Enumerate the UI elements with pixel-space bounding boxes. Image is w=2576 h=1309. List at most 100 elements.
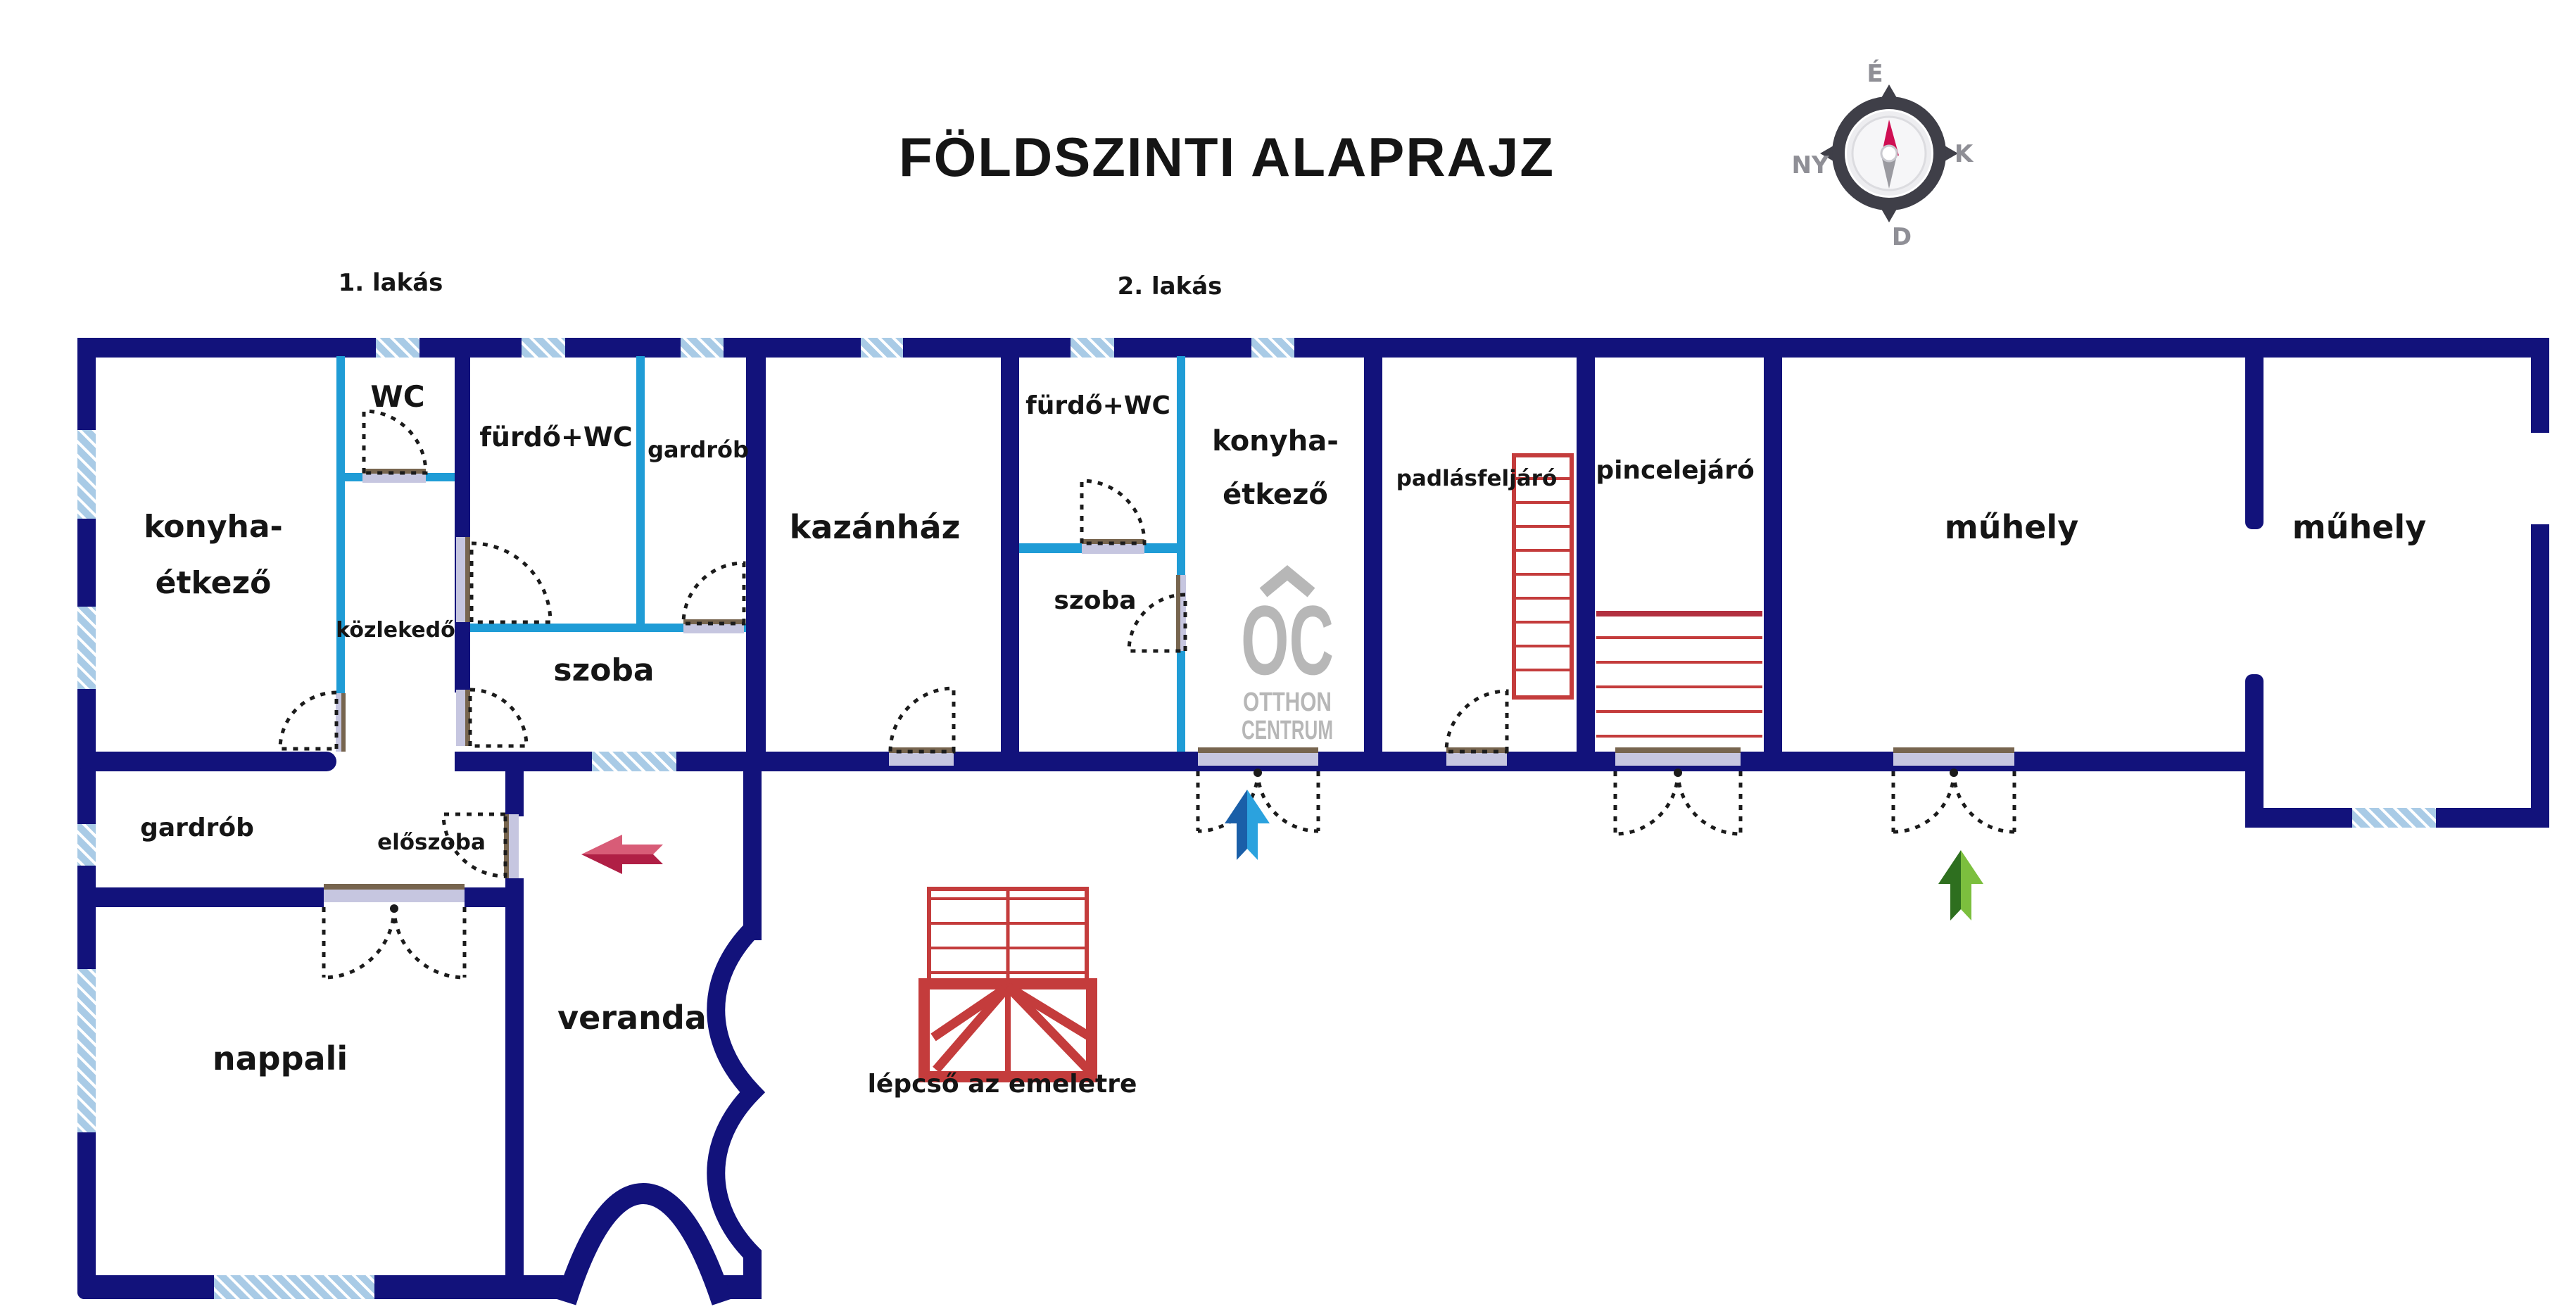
room-label-konyha1-line1: konyha- [144, 509, 283, 545]
wall-veranda-wavy-edge [707, 922, 766, 1288]
stairs-caption: lépcső az emeletre [868, 1070, 1137, 1099]
watermark-line1: OTTHON [1243, 688, 1332, 717]
room-label-veranda: veranda [557, 999, 707, 1037]
window-icon [1251, 338, 1294, 358]
wall-kazanhaz-right [1001, 356, 1019, 752]
wall-veranda-right [743, 752, 762, 940]
room-label-nappali: nappali [213, 1039, 348, 1077]
door-sill [1893, 747, 2014, 766]
door-sill [456, 537, 470, 622]
room-label-wc: WC [370, 379, 424, 414]
needle-south [1881, 153, 1898, 189]
door-arc [888, 686, 956, 754]
walls [77, 338, 2549, 1299]
door-arc [468, 688, 529, 748]
door-arc [278, 690, 339, 751]
wall-muhely-divider-top [2245, 338, 2264, 529]
wall-gardrob-band-bottom-left [77, 887, 324, 907]
partition-szoba1-top [470, 624, 746, 632]
window-icon [77, 824, 96, 866]
room-label-eloszoba: előszoba [377, 830, 486, 855]
wall-right-upper [2531, 338, 2549, 433]
window-icon [522, 338, 565, 358]
window-icon [1071, 338, 1114, 358]
partition-konyha1-kozlekedo [336, 356, 345, 693]
room-label-muhely2: műhely [2292, 508, 2426, 546]
room-label-gardrob1: gardrób [648, 436, 749, 463]
door-sill [1615, 747, 1741, 766]
room-label-szoba1: szoba [553, 652, 654, 688]
room-label-furdo1: fürdő+WC [479, 422, 632, 453]
door-sill [336, 693, 346, 752]
wall-kozlekedo-szoba [455, 356, 470, 693]
door-arc [1127, 593, 1187, 653]
wall-right-lower [2531, 524, 2549, 828]
entrance-arrow-blue [1225, 790, 1270, 860]
watermark-line2: CENTRUM [1242, 716, 1333, 745]
window-icon [592, 752, 676, 771]
double-door [1613, 771, 1743, 836]
double-door-pivots [390, 769, 1958, 913]
door-sill [324, 884, 465, 902]
door-sill [683, 619, 744, 633]
door-arc [1444, 689, 1509, 754]
compass-south-label: D [1892, 223, 1912, 251]
double-door [1891, 771, 2016, 834]
cellar-stairs [1596, 611, 1762, 738]
door-swings [278, 409, 2016, 980]
wall-veranda-left-lower [505, 878, 524, 1299]
room-label-konyha2-line2: étkező [1223, 479, 1328, 511]
entrance-arrow-red [581, 835, 663, 874]
door-sill [1176, 575, 1186, 651]
entrance-arrow-green [1938, 850, 1983, 921]
compass-north-label: É [1867, 59, 1883, 88]
window-icon [77, 430, 96, 519]
wall-pince-muhely [1764, 356, 1782, 752]
room-label-kozlekedo: közlekedő [336, 618, 455, 643]
room-label-konyha2-line1: konyha- [1212, 425, 1339, 457]
room-label-gardrob2: gardrób [140, 814, 254, 842]
window-icon [77, 607, 96, 689]
room-label-szoba2: szoba [1054, 586, 1136, 615]
room-label-konyha1-line2: étkező [156, 565, 272, 601]
door-sill [456, 690, 470, 746]
unit2-label: 2. lakás [1118, 272, 1223, 301]
windows [77, 338, 2436, 1299]
door-sills [324, 469, 2014, 902]
door-sill [1446, 747, 1507, 766]
room-label-padlasfeljaro: padlásfeljáró [1396, 466, 1558, 491]
door-arc [362, 409, 428, 475]
wall-veranda-arch [555, 1182, 733, 1305]
watermark-monogram: OC [1241, 585, 1334, 695]
page-title: FÖLDSZINTI ALAPRAJZ [899, 126, 1555, 188]
wall-kazanhaz-left [746, 356, 766, 752]
room-label-pincelejaro: pincelejáró [1596, 456, 1754, 485]
door-arc [469, 541, 553, 624]
door-sill [362, 469, 426, 483]
window-icon [861, 338, 903, 358]
attic-ladder [1512, 453, 1574, 700]
door-arc [681, 561, 746, 626]
window-icon [77, 969, 96, 1132]
compass-rose-icon: É K D NY [1791, 59, 1974, 251]
window-icon [214, 1275, 374, 1299]
wall-padlas-pince [1577, 356, 1595, 752]
window-icon [376, 338, 419, 358]
watermark-logo: OC OTTHON CENTRUM [1241, 564, 1334, 745]
room-label-muhely1: műhely [1945, 508, 2078, 546]
compass-west-label: NY [1791, 151, 1829, 179]
partition-szoba2-konyha2-upper [1177, 356, 1185, 575]
wall-konyha2-right [1364, 356, 1382, 752]
wall-veranda-left-upper [505, 752, 524, 816]
upper-floor-stairs-diagram [918, 887, 1097, 1082]
door-arc [441, 812, 507, 878]
wall-muhely-divider-bottom [2245, 674, 2264, 828]
window-icon [2352, 808, 2436, 828]
door-sill [504, 814, 519, 878]
door-sill [1082, 539, 1144, 554]
partition-furdo1-gardrob1 [636, 356, 645, 624]
double-door [322, 906, 467, 980]
roof-chevron-icon [1259, 564, 1315, 597]
